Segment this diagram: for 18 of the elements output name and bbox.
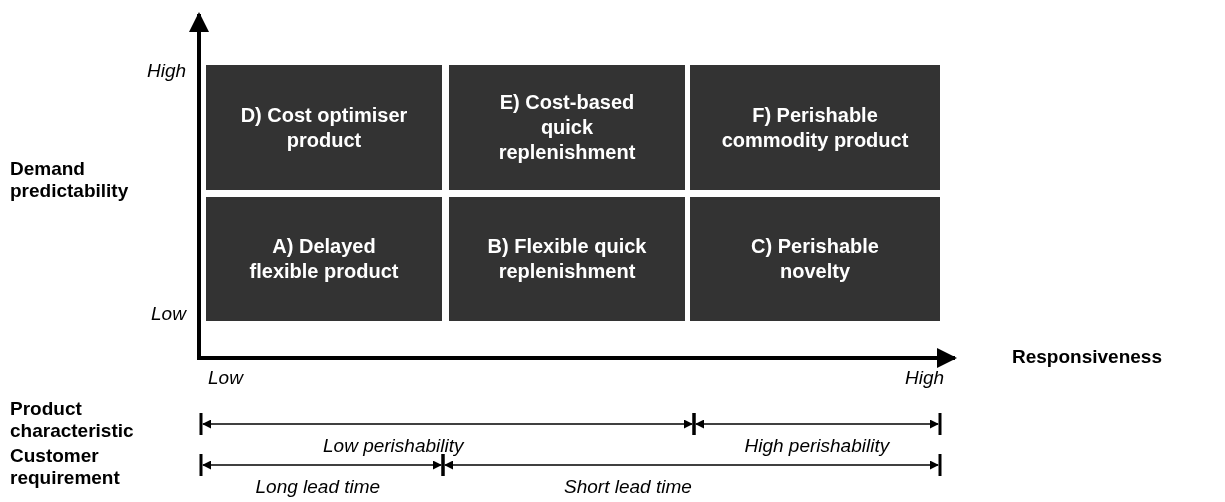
range-label: Short lead time	[564, 476, 692, 498]
range-label: Low perishability	[323, 435, 464, 457]
row-title: Customer requirement	[10, 445, 121, 489]
quadrant-box: B) Flexible quick replenishment	[449, 197, 685, 321]
range-label: Long lead time	[255, 476, 381, 498]
range-label: High perishability	[744, 435, 890, 457]
axis-tick-label: High	[905, 367, 945, 389]
quadrant-box: E) Cost-based quick replenishment	[449, 65, 685, 190]
axis-title: Responsiveness	[1012, 346, 1163, 368]
quadrant-box: C) Perishable novelty	[690, 197, 940, 321]
quadrant-box: D) Cost optimiser product	[206, 65, 442, 190]
axis-tick-label: High	[147, 60, 187, 82]
axis-title: Demand predictability	[10, 158, 130, 202]
axis-tick-label: Low	[208, 367, 243, 389]
quadrant-box: F) Perishable commodity product	[690, 65, 940, 190]
axis-tick-label: Low	[151, 303, 186, 325]
row-title: Product characteristic	[10, 398, 135, 442]
quadrant-box: A) Delayed flexible product	[206, 197, 442, 321]
